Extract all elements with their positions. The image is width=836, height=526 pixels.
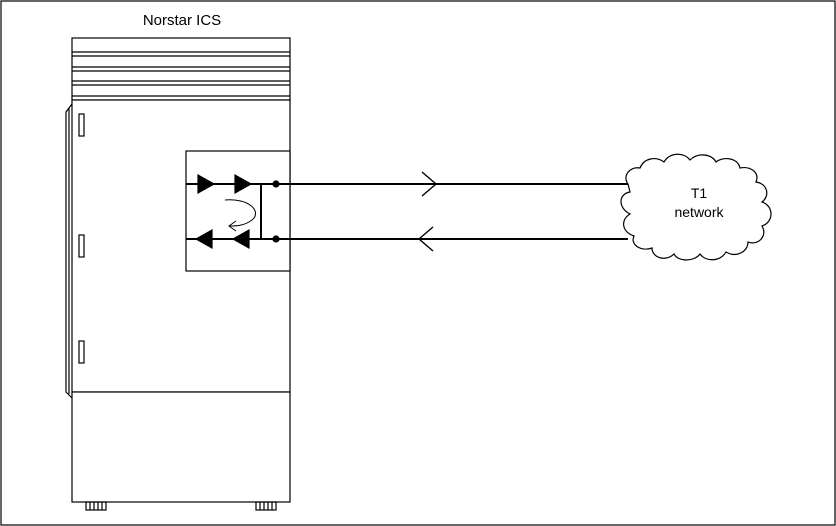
ics-cabinet (65, 37, 291, 511)
loopback-curve-arrow-icon (224, 199, 257, 227)
cabinet-foot-right (255, 501, 277, 511)
loopback-curve-arrowhead-icon (228, 220, 237, 232)
hinge-bottom (78, 340, 85, 364)
diode-top-1-icon (197, 173, 216, 195)
cabinet-base (71, 391, 291, 503)
receive-direction-arrow-icon (417, 226, 434, 252)
loopback-module (185, 150, 291, 272)
t1-connection (276, 171, 628, 252)
diode-bottom-1-icon (194, 228, 213, 250)
ics-title: Norstar ICS (143, 12, 221, 29)
cabinet-foot-left (85, 501, 107, 511)
hinge-top (78, 113, 85, 137)
diode-top-2-icon (234, 173, 253, 195)
t1-network-cloud-icon: T1 network (620, 153, 772, 261)
loopback-panel (185, 150, 291, 272)
cloud-label-line2: network (674, 204, 724, 220)
cabinet-top-vent (71, 37, 291, 101)
hinge-middle (78, 234, 85, 258)
transmit-direction-arrow-icon (421, 171, 438, 197)
cloud-label-line1: T1 (691, 185, 708, 201)
diode-bottom-2-icon (231, 228, 250, 250)
